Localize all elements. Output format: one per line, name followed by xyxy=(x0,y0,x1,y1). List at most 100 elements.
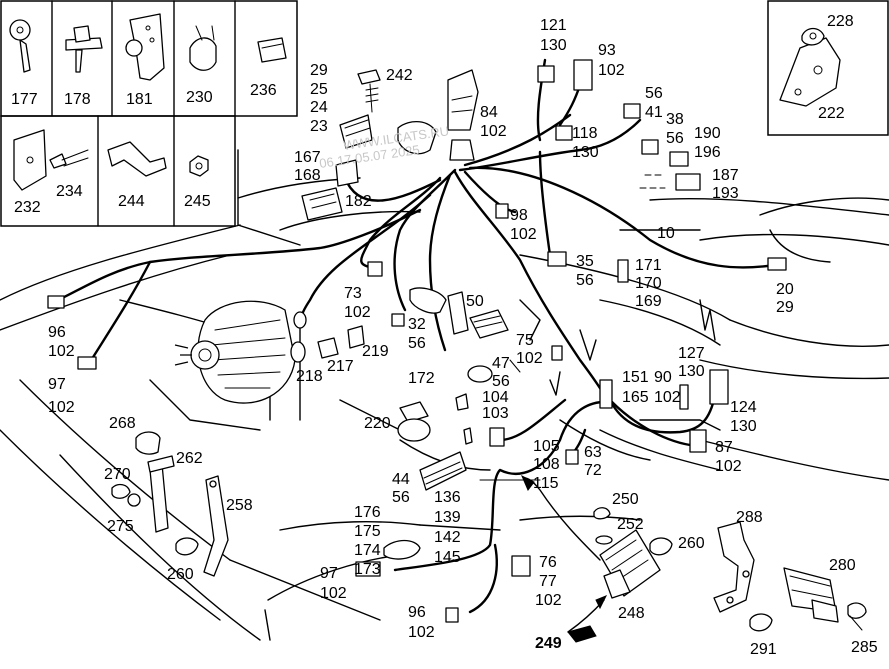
label-190[interactable]: 190 xyxy=(694,125,721,142)
label-260[interactable]: 260 xyxy=(678,535,705,552)
label-118[interactable]: 118 xyxy=(572,125,598,142)
label-102[interactable]: 102 xyxy=(654,389,681,406)
label-288[interactable]: 288 xyxy=(736,509,763,526)
label-115[interactable]: 115 xyxy=(533,475,559,492)
label-97[interactable]: 97 xyxy=(320,565,338,582)
label-248[interactable]: 248 xyxy=(618,605,645,622)
label-167[interactable]: 167 xyxy=(294,149,321,166)
label-29[interactable]: 29 xyxy=(310,62,328,79)
label-29[interactable]: 29 xyxy=(776,299,794,316)
label-130[interactable]: 130 xyxy=(730,418,757,435)
label-90[interactable]: 90 xyxy=(654,369,672,386)
label-242[interactable]: 242 xyxy=(386,67,413,84)
label-193[interactable]: 193 xyxy=(712,185,739,202)
label-98[interactable]: 98 xyxy=(510,207,528,224)
label-108[interactable]: 108 xyxy=(533,456,560,473)
label-142[interactable]: 142 xyxy=(434,529,461,546)
label-93[interactable]: 93 xyxy=(598,42,616,59)
label-220[interactable]: 220 xyxy=(364,415,391,432)
label-250[interactable]: 250 xyxy=(612,491,639,508)
label-103[interactable]: 103 xyxy=(482,405,509,422)
label-165[interactable]: 165 xyxy=(622,389,649,406)
label-32[interactable]: 32 xyxy=(408,316,426,333)
label-73[interactable]: 73 xyxy=(344,285,362,302)
label-244[interactable]: 244 xyxy=(118,193,145,210)
label-145[interactable]: 145 xyxy=(434,549,461,566)
label-187[interactable]: 187 xyxy=(712,167,739,184)
label-96[interactable]: 96 xyxy=(408,604,426,621)
label-218[interactable]: 218 xyxy=(296,368,323,385)
label-175[interactable]: 175 xyxy=(354,523,381,540)
label-258[interactable]: 258 xyxy=(226,497,253,514)
label-177[interactable]: 177 xyxy=(11,91,38,108)
label-56[interactable]: 56 xyxy=(492,373,510,390)
label-130[interactable]: 130 xyxy=(540,37,567,54)
label-102[interactable]: 102 xyxy=(480,123,507,140)
label-102[interactable]: 102 xyxy=(715,458,742,475)
label-77[interactable]: 77 xyxy=(539,573,557,590)
label-96[interactable]: 96 xyxy=(48,324,66,341)
label-102[interactable]: 102 xyxy=(510,226,537,243)
label-44[interactable]: 44 xyxy=(392,471,410,488)
label-10[interactable]: 10 xyxy=(657,225,675,242)
label-102[interactable]: 102 xyxy=(598,62,625,79)
label-245[interactable]: 245 xyxy=(184,193,211,210)
label-104[interactable]: 104 xyxy=(482,389,509,406)
label-139[interactable]: 139 xyxy=(434,509,461,526)
label-47[interactable]: 47 xyxy=(492,355,510,372)
label-38[interactable]: 38 xyxy=(666,111,684,128)
label-56[interactable]: 56 xyxy=(576,272,594,289)
label-169[interactable]: 169 xyxy=(635,293,662,310)
label-262[interactable]: 262 xyxy=(176,450,203,467)
label-102[interactable]: 102 xyxy=(48,343,75,360)
label-56[interactable]: 56 xyxy=(392,489,410,506)
label-171[interactable]: 171 xyxy=(635,257,662,274)
label-41[interactable]: 41 xyxy=(645,104,663,121)
label-25[interactable]: 25 xyxy=(310,81,328,98)
label-291[interactable]: 291 xyxy=(750,641,777,658)
label-268[interactable]: 268 xyxy=(109,415,136,432)
label-230[interactable]: 230 xyxy=(186,89,213,106)
label-76[interactable]: 76 xyxy=(539,554,557,571)
label-260[interactable]: 260 xyxy=(167,566,194,583)
label-228[interactable]: 228 xyxy=(827,13,854,30)
label-219[interactable]: 219 xyxy=(362,343,389,360)
label-87[interactable]: 87 xyxy=(715,439,733,456)
label-280[interactable]: 280 xyxy=(829,557,856,574)
label-172[interactable]: 172 xyxy=(408,370,435,387)
label-170[interactable]: 170 xyxy=(635,275,662,292)
label-23[interactable]: 23 xyxy=(310,118,328,135)
label-270[interactable]: 270 xyxy=(104,466,131,483)
label-56[interactable]: 56 xyxy=(666,130,684,147)
label-181[interactable]: 181 xyxy=(126,91,153,108)
label-275[interactable]: 275 xyxy=(107,518,134,535)
label-168[interactable]: 168 xyxy=(294,167,321,184)
label-56[interactable]: 56 xyxy=(408,335,426,352)
label-84[interactable]: 84 xyxy=(480,104,498,121)
label-97[interactable]: 97 xyxy=(48,376,66,393)
label-124[interactable]: 124 xyxy=(730,399,757,416)
label-102[interactable]: 102 xyxy=(48,399,75,416)
label-217[interactable]: 217 xyxy=(327,358,354,375)
label-234[interactable]: 234 xyxy=(56,183,83,200)
label-178[interactable]: 178 xyxy=(64,91,91,108)
label-174[interactable]: 174 xyxy=(354,542,381,559)
label-151[interactable]: 151 xyxy=(622,369,649,386)
label-24[interactable]: 24 xyxy=(310,99,328,116)
label-20[interactable]: 20 xyxy=(776,281,794,298)
label-102[interactable]: 102 xyxy=(320,585,347,602)
label-35[interactable]: 35 xyxy=(576,253,594,270)
label-232[interactable]: 232 xyxy=(14,199,41,216)
label-102[interactable]: 102 xyxy=(408,624,435,641)
label-136[interactable]: 136 xyxy=(434,489,461,506)
label-130[interactable]: 130 xyxy=(572,144,599,161)
label-130[interactable]: 130 xyxy=(678,363,705,380)
label-222[interactable]: 222 xyxy=(818,105,845,122)
label-196[interactable]: 196 xyxy=(694,144,721,161)
label-50[interactable]: 50 xyxy=(466,293,484,310)
label-105[interactable]: 105 xyxy=(533,438,560,455)
label-102[interactable]: 102 xyxy=(344,304,371,321)
label-72[interactable]: 72 xyxy=(584,462,602,479)
label-63[interactable]: 63 xyxy=(584,444,602,461)
label-252[interactable]: 252 xyxy=(617,516,644,533)
